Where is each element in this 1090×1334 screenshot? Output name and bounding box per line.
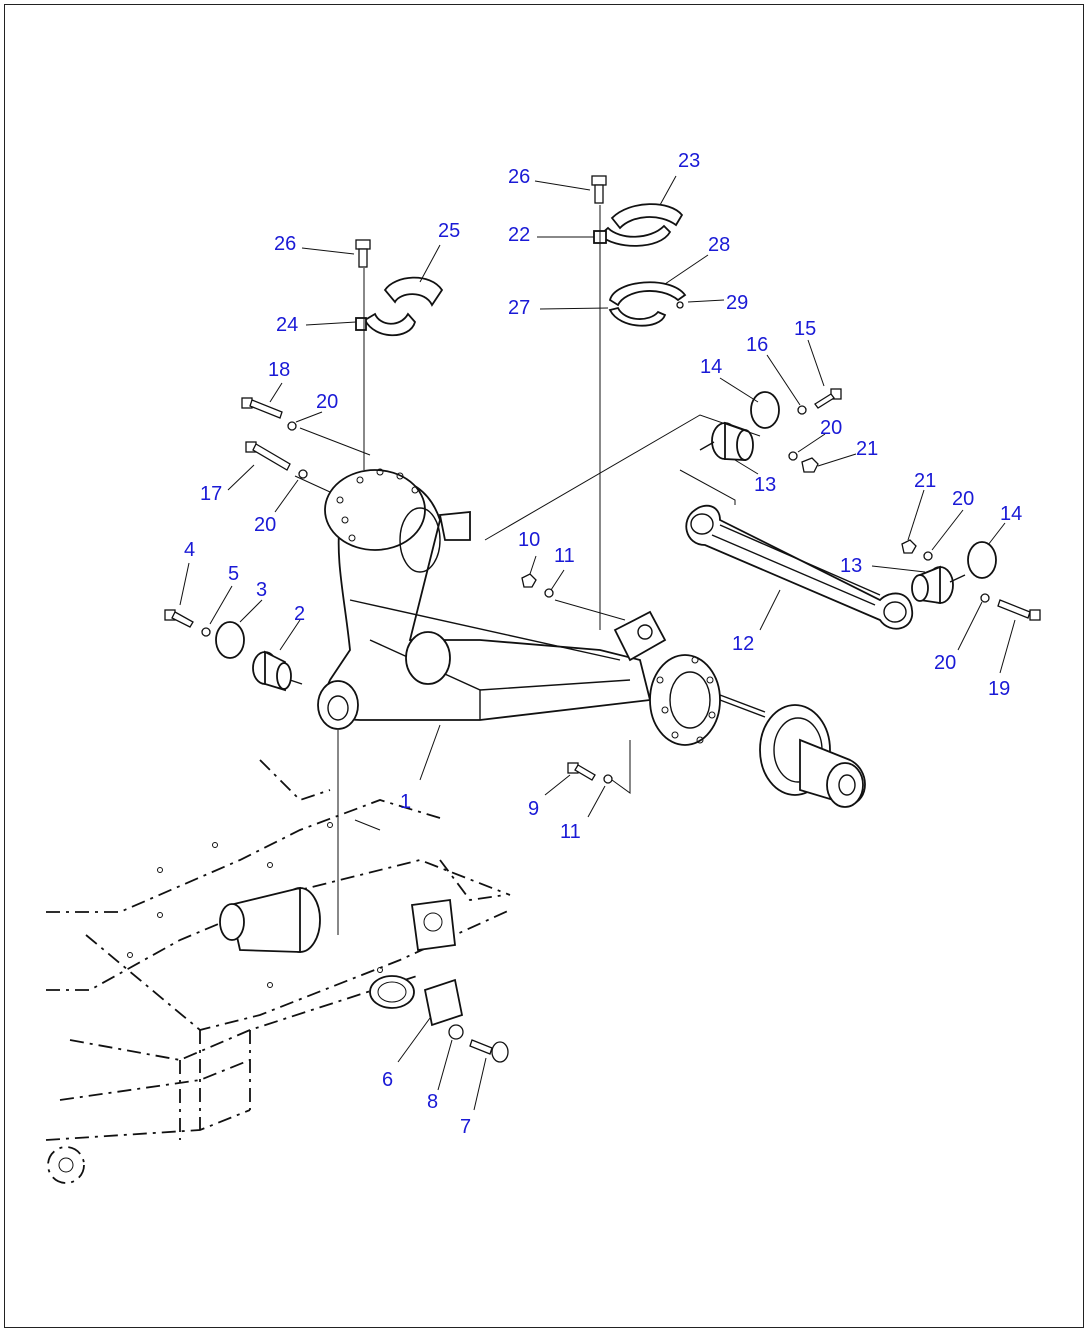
bushing-part-13-upper — [699, 421, 754, 461]
plate-part-14-upper — [750, 391, 780, 429]
chassis-frame-drawing — [45, 759, 511, 1184]
bolt-part-4 — [164, 609, 194, 628]
callout-17: 17 — [200, 483, 222, 505]
callout-20-c: 20 — [820, 417, 842, 439]
callout-13-lower: 13 — [840, 555, 862, 577]
callout-29: 29 — [726, 292, 748, 314]
callout-24: 24 — [276, 314, 298, 336]
callout-4: 4 — [184, 539, 195, 561]
callout-22: 22 — [508, 224, 530, 246]
callout-16: 16 — [746, 334, 768, 356]
callout-21-a: 21 — [856, 438, 878, 460]
callout-20-a: 20 — [316, 391, 338, 413]
axle-housing-part-1 — [317, 468, 721, 746]
bushing-part-2 — [252, 650, 303, 692]
small-hardware — [201, 301, 990, 1040]
callout-28: 28 — [708, 234, 730, 256]
bolt-part-9 — [567, 762, 596, 781]
callout-6: 6 — [382, 1069, 393, 1091]
callout-14-upper: 14 — [700, 356, 722, 378]
plate-part-3 — [215, 621, 245, 659]
callout-20-b: 20 — [254, 514, 276, 536]
callout-27: 27 — [508, 297, 530, 319]
snap-ring-part-27-28 — [608, 281, 687, 327]
leader-lines — [179, 175, 1016, 1111]
callout-5: 5 — [228, 563, 239, 585]
plate-part-14-lower — [967, 541, 997, 579]
callout-11-lower: 11 — [560, 821, 581, 843]
bolt-part-15 — [814, 388, 842, 409]
torque-rod-part-12 — [685, 504, 913, 630]
callout-20-d: 20 — [952, 488, 974, 510]
bolt-part-26-right — [591, 175, 607, 204]
callout-15: 15 — [794, 318, 816, 340]
callout-20-e: 20 — [934, 652, 956, 674]
callout-3: 3 — [256, 579, 267, 601]
clamp-ring-part-25-24 — [355, 276, 444, 337]
bolt-part-18 — [241, 397, 283, 419]
assembly-lines — [294, 205, 761, 935]
bolt-part-19 — [997, 599, 1041, 621]
callout-2: 2 — [294, 603, 305, 625]
callout-8: 8 — [427, 1091, 438, 1113]
bolt-part-17 — [245, 441, 291, 471]
callout-14-lower: 14 — [1000, 503, 1022, 525]
callout-23: 23 — [678, 150, 700, 172]
callout-7: 7 — [460, 1116, 471, 1138]
callout-1: 1 — [400, 791, 411, 813]
callout-19: 19 — [988, 678, 1010, 700]
callout-9: 9 — [528, 798, 539, 820]
callout-25: 25 — [438, 220, 460, 242]
callout-21-b: 21 — [914, 470, 936, 492]
wheel-hub-drawing — [719, 694, 866, 808]
callout-26-right: 26 — [508, 166, 530, 188]
callout-26-left: 26 — [274, 233, 296, 255]
callout-labels: 1 2 3 4 5 6 7 8 9 10 11 11 12 13 13 14 1… — [184, 150, 1022, 1138]
callout-12: 12 — [732, 633, 754, 655]
callout-13-upper: 13 — [754, 474, 776, 496]
callout-18: 18 — [268, 359, 290, 381]
callout-11-upper: 11 — [554, 545, 575, 567]
clamp-ring-part-23-22 — [593, 203, 684, 247]
bolt-part-26-left — [355, 239, 371, 268]
bushing-part-13-lower — [911, 565, 966, 605]
bolt-part-7 — [469, 1039, 509, 1063]
callout-10: 10 — [518, 529, 540, 551]
